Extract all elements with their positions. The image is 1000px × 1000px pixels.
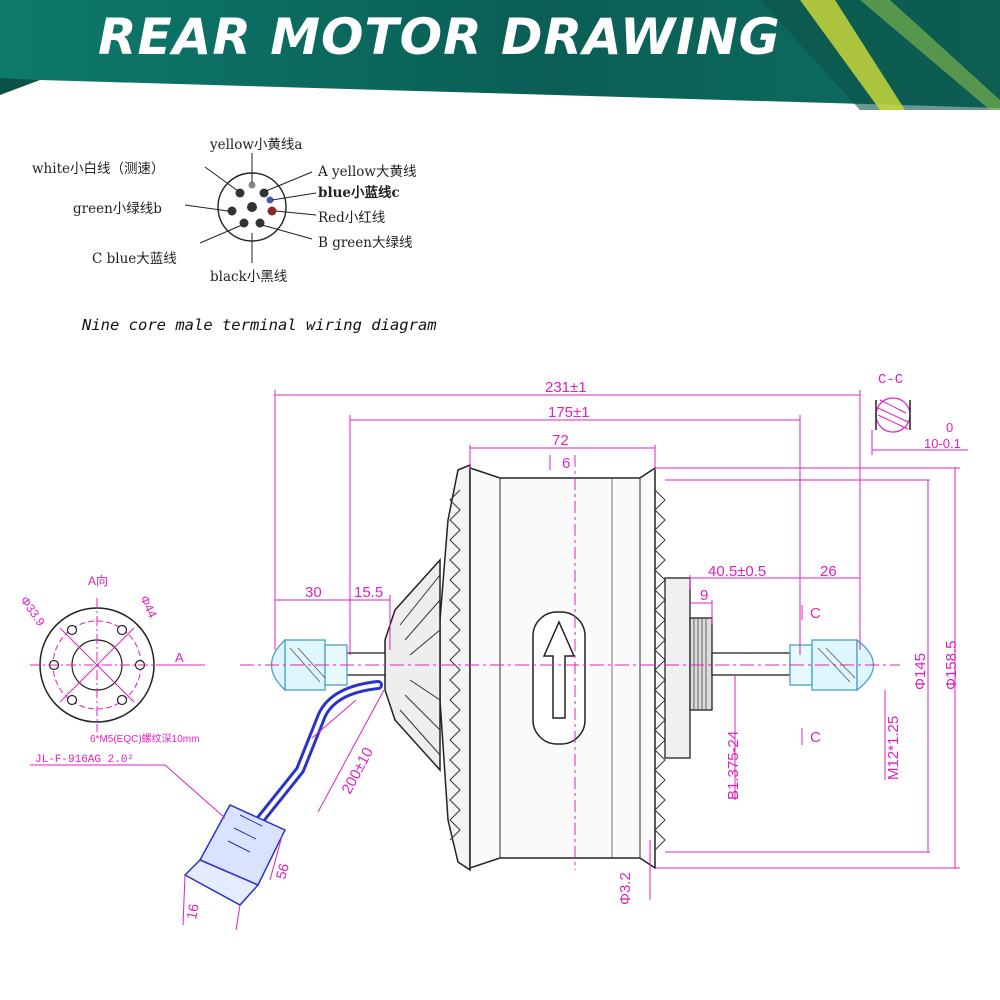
dim-flat-zero: 0 — [946, 420, 953, 435]
wiring-diagram: yellow小黄线a white小白线（测速） A yellow大黄线 blue… — [0, 115, 480, 295]
flange-dia-inner: Φ33.9 — [18, 594, 49, 629]
wire-label-red-small: Red小红线 — [318, 210, 386, 226]
dim-connector-width: 16 — [183, 902, 201, 920]
wire-label-blue-small: blue小蓝线c — [318, 185, 400, 201]
dim-right-axle: 26 — [820, 563, 837, 580]
dim-thread-m12: M12*1.25 — [885, 716, 902, 780]
dim-left-step: 15.5 — [354, 584, 383, 601]
wire-label-yellow-small: yellow小黄线a — [210, 137, 303, 153]
flange-view-a — [30, 598, 205, 732]
dim-connector-length: 56 — [272, 861, 292, 880]
cable — [183, 680, 383, 906]
dim-overall: 231±1 — [545, 379, 587, 396]
flange-dia-outer: Φ44 — [137, 593, 160, 620]
dim-body: 175±1 — [548, 404, 590, 421]
page-title: REAR MOTOR DRAWING — [98, 8, 781, 66]
cable-spec: JL-F-916AG 2.0² — [35, 754, 134, 766]
dim-dia-145: Φ145 — [912, 653, 929, 690]
motor-drawing: 231±1 175±1 72 6 30 15.5 40.5±0.5 26 9 C… — [18, 372, 968, 931]
view-a-marker: A — [175, 650, 184, 665]
dim-flat-tolerance: 10-0.1 — [924, 436, 961, 451]
header-banner — [0, 0, 1000, 110]
cut-mark-top: C — [810, 605, 821, 622]
dim-right-step: 40.5±0.5 — [708, 563, 766, 580]
dim-cable-length: 200±10 — [339, 745, 377, 797]
section-c-c — [875, 397, 911, 433]
wire-label-a-yellow-big: A yellow大黄线 — [318, 164, 417, 180]
wire-label-black-small: black小黑线 — [210, 269, 288, 285]
wire-label-b-green-big: B green大绿线 — [318, 235, 413, 251]
section-label: C-C — [878, 372, 903, 388]
dim-thread-b1: B1.375-24 — [725, 731, 742, 800]
wire-label-green-small: green小绿线b — [73, 201, 162, 217]
wire-label-c-blue-big: C blue大蓝线 — [92, 251, 177, 267]
dim-hub-width: 72 — [552, 432, 569, 449]
dim-hole: Φ3.2 — [617, 872, 634, 905]
dim-left-axle: 30 — [305, 584, 322, 601]
wiring-caption: Nine core male terminal wiring diagram — [82, 316, 437, 334]
dim-spacer: 9 — [700, 587, 708, 604]
cut-mark-bottom: C — [810, 729, 821, 746]
dim-offset: 6 — [562, 455, 570, 472]
wire-label-white-small: white小白线（测速） — [32, 161, 165, 177]
connector-face — [184, 153, 317, 263]
flange-view-title: A向 — [88, 573, 108, 588]
dim-dia-158: Φ158.5 — [943, 640, 960, 690]
dimension-lines — [30, 390, 968, 931]
flange-screws: 6*M5(EQC)螺纹深10mm — [90, 732, 199, 745]
motor-hub — [384, 463, 713, 872]
